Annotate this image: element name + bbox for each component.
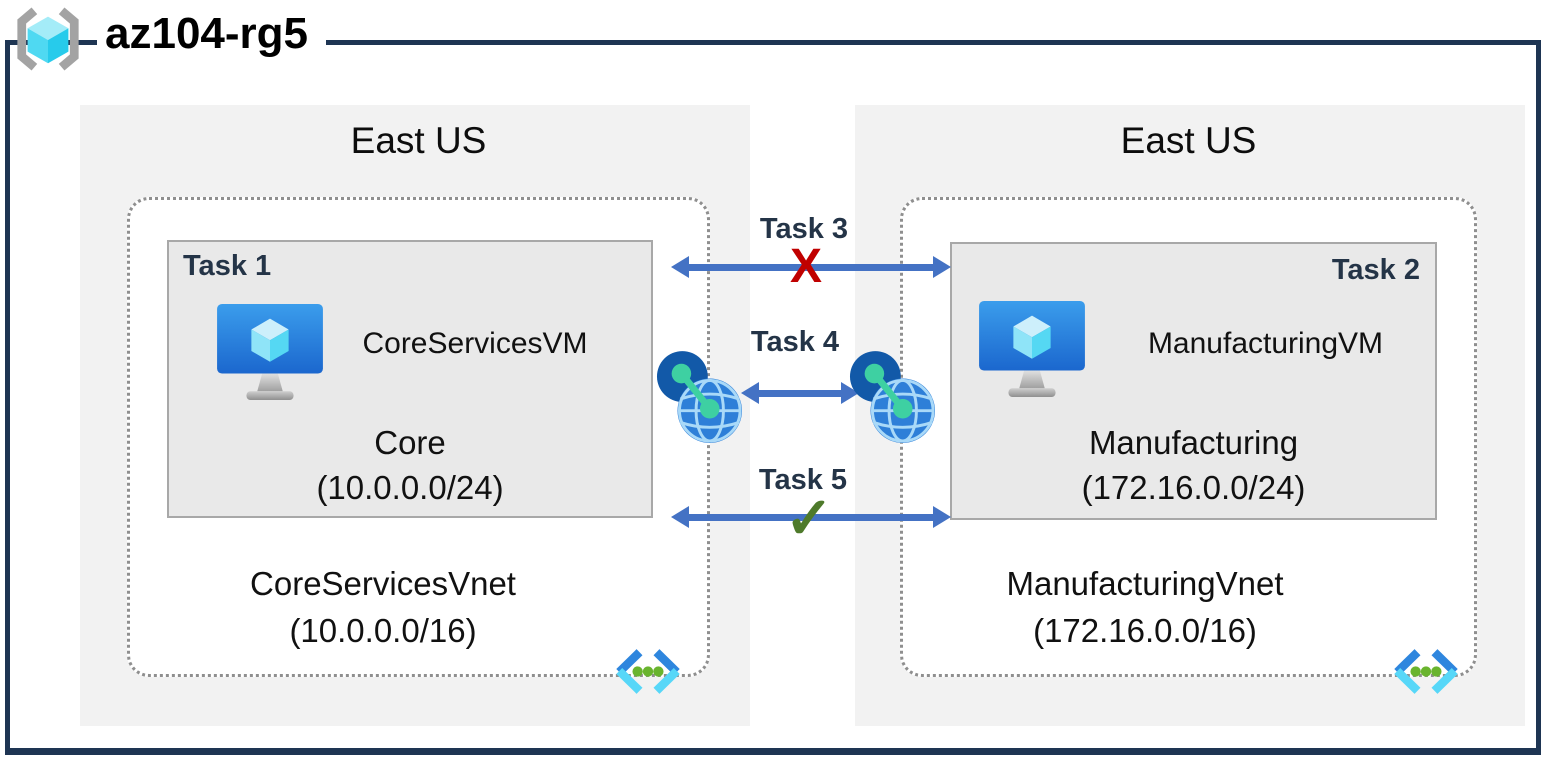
task2-label: Task 2	[1331, 254, 1420, 286]
vm-name-left: CoreServicesVM	[362, 327, 588, 360]
vnet-label-coreservices: CoreServicesVnet (10.0.0.0/16)	[118, 560, 648, 654]
task4-label: Task 4	[750, 326, 840, 358]
subnet-cidr: (172.16.0.0/24)	[1081, 469, 1306, 506]
subnet-name: Manufacturing	[1088, 424, 1299, 461]
task5-arrow	[671, 506, 951, 528]
task3-label: Task 3	[759, 213, 849, 245]
resource-group-icon	[17, 7, 79, 71]
task1-label: Task 1	[183, 250, 272, 282]
allowed-check-mark: ✓	[784, 486, 834, 551]
vnet-peering-icon-right	[849, 351, 935, 443]
task5-label: Task 5	[758, 464, 848, 496]
virtual-network-icon-left	[616, 649, 680, 694]
subnet-name: Core	[374, 424, 446, 461]
task4-arrow	[741, 382, 859, 404]
subnet-label-core: Core (10.0.0.0/24)	[167, 420, 653, 510]
vm-name-right: ManufacturingVM	[1147, 327, 1384, 360]
vnet-name: ManufacturingVnet	[1006, 565, 1284, 602]
virtual-machine-icon-left	[217, 303, 323, 401]
vnet-label-manufacturing: ManufacturingVnet (172.16.0.0/16)	[900, 560, 1390, 654]
region-name-left: East US	[350, 120, 487, 161]
virtual-network-icon-right	[1394, 649, 1458, 694]
subnet-box-core	[167, 240, 653, 518]
vnet-cidr: (172.16.0.0/16)	[1033, 612, 1257, 649]
subnet-cidr: (10.0.0.0/24)	[316, 469, 504, 506]
subnet-label-manufacturing: Manufacturing (172.16.0.0/24)	[950, 420, 1437, 510]
virtual-machine-icon-right	[979, 300, 1085, 398]
resource-group-boundary	[5, 40, 1541, 755]
task3-arrow	[671, 256, 951, 278]
region-name-right: East US	[1120, 120, 1257, 161]
vnet-name: CoreServicesVnet	[250, 565, 516, 602]
resource-group-name: az104-rg5	[97, 9, 327, 65]
vnet-peering-icon-left	[656, 351, 742, 443]
vnet-cidr: (10.0.0.0/16)	[289, 612, 477, 649]
blocked-x-mark: X	[789, 240, 822, 293]
